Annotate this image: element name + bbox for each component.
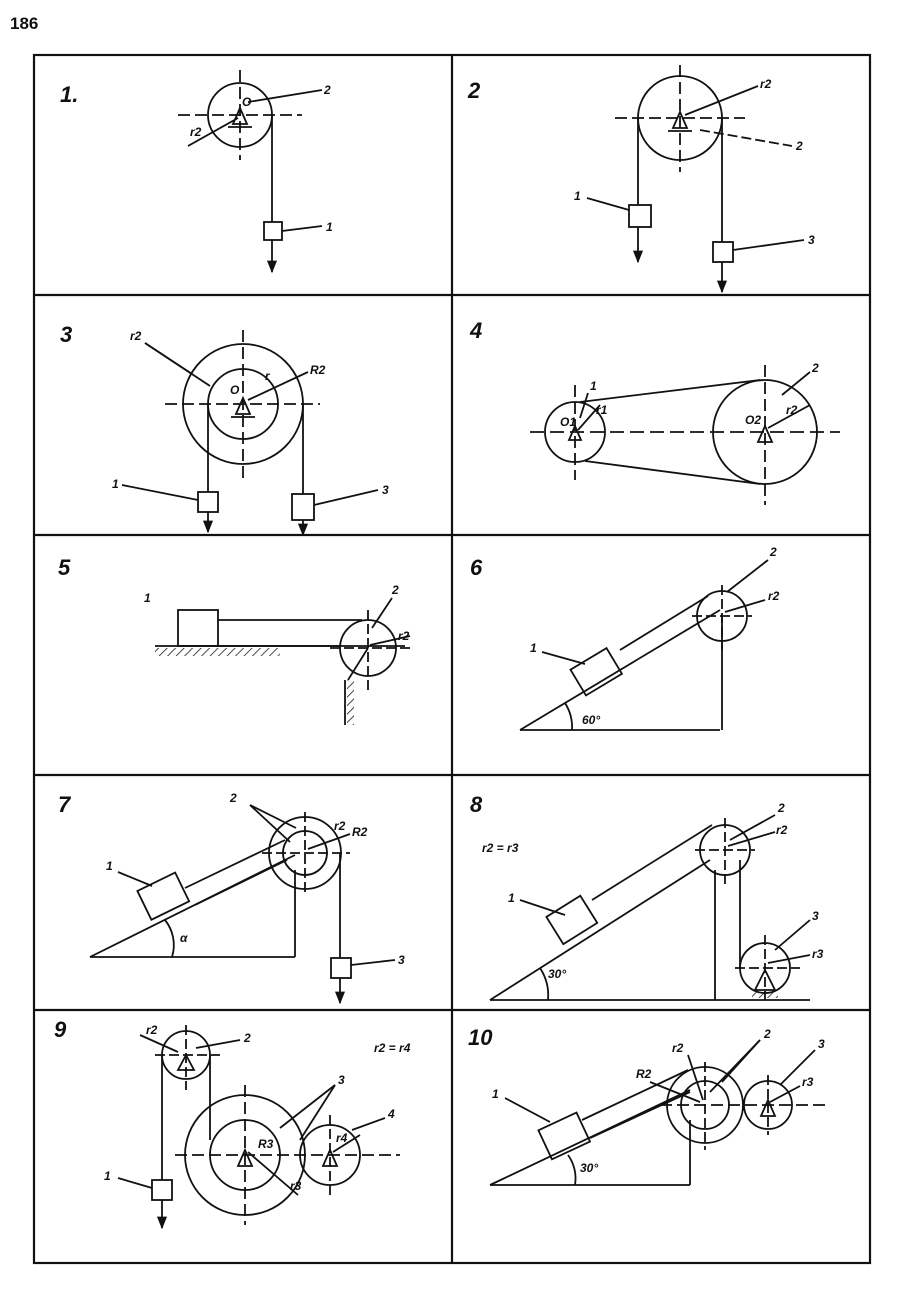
label-center-o: O [230,383,240,397]
label-block-1: 1 [492,1087,499,1101]
label-wheel-r3: R3 [258,1137,274,1151]
label-gear-4: 4 [387,1107,395,1121]
panel-4-number: 4 [469,318,482,343]
panel-10: 10 1 2 R2 r2 3 r3 30° [468,1025,825,1186]
label-outer-r2: R2 [310,363,326,377]
panel-2-number: 2 [467,78,481,103]
label-equation: r2 = r4 [374,1041,411,1055]
label-pulley-2: 2 [391,583,399,597]
label-pulley-2: 2 [777,801,785,815]
label-radius-r1: r1 [596,403,608,417]
label-pulley-2: 2 [323,83,331,97]
panel-6: 6 1 2 r2 60° [470,545,780,731]
label-radius-r2: r2 [786,403,798,417]
label-load-3: 3 [808,233,815,247]
panel-9: 9 r2 2 r2 = r4 1 3 R3 r3 4 r4 [54,1017,411,1230]
label-inner-r: r [265,369,271,383]
label-center-o: O [242,95,252,109]
label-wheel-3: 3 [812,909,819,923]
label-load-1: 1 [112,477,119,491]
label-small-pulley-1: 1 [590,379,597,393]
label-equation: r2 = r3 [482,841,519,855]
label-radius-r2: r2 [776,823,788,837]
panel-grid [32,53,872,1265]
panel-3: 3 r2 O r R2 1 3 [60,322,389,537]
page-number: 186 [10,14,39,33]
label-radius-r2: r2 [760,77,772,91]
label-pulley-2: 2 [795,139,803,153]
label-block-1: 1 [144,591,151,605]
label-outer-r2: R2 [352,825,368,839]
label-gear-3: 3 [818,1037,825,1051]
panel-1: 1. O 2 r2 1 [60,70,333,274]
panel-7-number: 7 [58,792,72,817]
label-angle-60: 60° [582,713,600,727]
label-load-1: 1 [574,189,581,203]
label-pulley-2: 2 [243,1031,251,1045]
label-inner-r2: r2 [334,819,346,833]
panel-8-number: 8 [470,792,483,817]
label-wheel-3: 3 [338,1073,345,1087]
label-angle-alpha: α [180,931,188,945]
panel-3-number: 3 [60,322,72,347]
label-load-3: 3 [382,483,389,497]
panel-1-number: 1. [60,82,78,107]
panel-2: 2 r2 2 1 3 [467,65,815,294]
label-block-1: 1 [106,859,113,873]
panel-5: 5 1 2 r2 [58,555,411,725]
panel-8: 8 r2 = r3 1 2 r2 3 r3 30° [470,792,824,1001]
label-angle-30: 30° [548,967,566,981]
panel-7: 7 1 2 r2 R2 3 α [58,791,405,1005]
label-angle-30: 30° [580,1161,598,1175]
panel-6-number: 6 [470,555,483,580]
label-center-o1: O1 [560,415,576,429]
label-radius-r2: r2 [768,589,780,603]
label-gear-r3: r3 [802,1075,814,1089]
label-radius-r2: r2 [190,125,202,139]
label-load-1: 1 [326,220,333,234]
label-center-o2: O2 [745,413,761,427]
label-radius-r2: r2 [398,629,410,643]
label-big-pulley-2: 2 [811,361,819,375]
label-inner-r2: r2 [672,1041,684,1055]
label-outer-r2: R2 [636,1067,652,1081]
label-gear-r4: r4 [336,1131,348,1145]
label-block-1: 1 [530,641,537,655]
panel-5-number: 5 [58,555,71,580]
label-pulley-r2: r2 [146,1023,158,1037]
label-block-1: 1 [508,891,515,905]
label-pulley-2: 2 [229,791,237,805]
label-wheel-2: 2 [763,1027,771,1041]
label-radius-r3: r3 [812,947,824,961]
label-load-1: 1 [104,1169,111,1183]
panel-4: 4 1 O1 r1 2 O2 r2 [469,318,840,505]
label-load-3: 3 [398,953,405,967]
label-radii-r2: r2 [130,329,142,343]
panel-10-number: 10 [468,1025,493,1050]
label-pulley-2: 2 [769,545,777,559]
panel-9-number: 9 [54,1017,67,1042]
label-wheel-small-r3: r3 [290,1179,302,1193]
